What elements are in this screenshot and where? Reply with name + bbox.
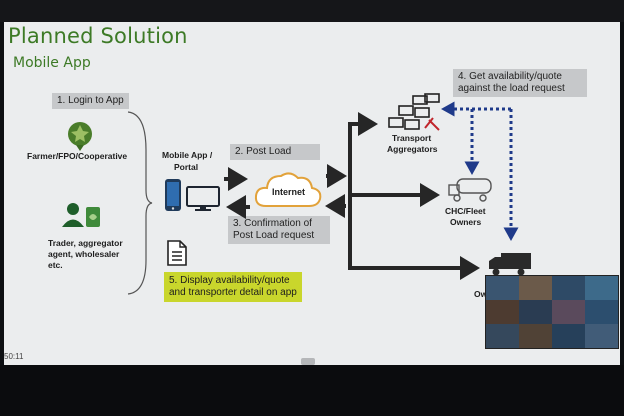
trader-users-icon xyxy=(62,203,100,227)
step1-label: 1. Login to App xyxy=(57,95,124,106)
trader-label-line1: Trader, aggregator xyxy=(48,238,123,248)
smartphone-icon xyxy=(165,179,181,211)
chc-label-line1: CHC/Fleet xyxy=(445,206,486,216)
slide-subtitle: Mobile App xyxy=(13,55,91,71)
transport-label-line2: Aggregators xyxy=(387,144,438,154)
step5-label-line1: 5. Display availability/quote xyxy=(169,275,290,286)
step1-box: 1. Login to App xyxy=(52,93,129,109)
transport-label-line1: Transport xyxy=(392,133,432,143)
monitor-bezel-bottom xyxy=(0,365,624,416)
monitor-bezel-top xyxy=(0,0,624,22)
step4-label-line2: against the load request xyxy=(458,83,565,94)
mobile-app-label-line2: Portal xyxy=(174,162,199,172)
tanker-truck-icon xyxy=(448,178,492,202)
trader-label-line3: etc. xyxy=(48,260,63,270)
presentation-timer: 50:11 xyxy=(4,352,24,361)
video-call-overlay xyxy=(485,275,619,349)
grouping-brace xyxy=(127,111,153,295)
cloud-icon xyxy=(254,172,322,207)
truck-icon xyxy=(489,253,531,276)
slide-screen: Planned Solution Mobile App 1. Login to … xyxy=(4,22,620,365)
step3-box: 3. Confirmation of Post Load request xyxy=(228,216,330,244)
step4-label-line1: 4. Get availability/quote xyxy=(458,71,562,82)
document-icon xyxy=(167,240,187,266)
trader-label-line2: agent, wholesaler xyxy=(48,249,120,259)
owners-partial-label: Ow xyxy=(474,289,488,299)
step3-label-line2: Post Load request xyxy=(233,230,315,241)
step2-box: 2. Post Load xyxy=(230,144,320,160)
step2-label: 2. Post Load xyxy=(235,146,292,157)
internet-label: Internet xyxy=(272,187,306,197)
presenter-toolbar-handle[interactable] xyxy=(301,358,315,365)
step3-label-line1: 3. Confirmation of xyxy=(233,218,312,229)
flow-arrows xyxy=(224,101,519,280)
step5-box: 5. Display availability/quote and transp… xyxy=(164,272,302,302)
desktop-monitor-icon xyxy=(186,186,220,211)
mobile-app-label-line1: Mobile App / xyxy=(162,150,213,160)
farmer-label: Farmer/FPO/Cooperative xyxy=(27,151,128,161)
transport-trucks-icon xyxy=(388,93,440,131)
step4-box: 4. Get availability/quote against the lo… xyxy=(453,69,587,97)
farmer-seal-icon xyxy=(68,122,92,151)
step5-label-line2: and transporter detail on app xyxy=(169,287,297,298)
slide-title: Planned Solution xyxy=(8,24,188,48)
chc-label-line2: Owners xyxy=(450,217,482,227)
